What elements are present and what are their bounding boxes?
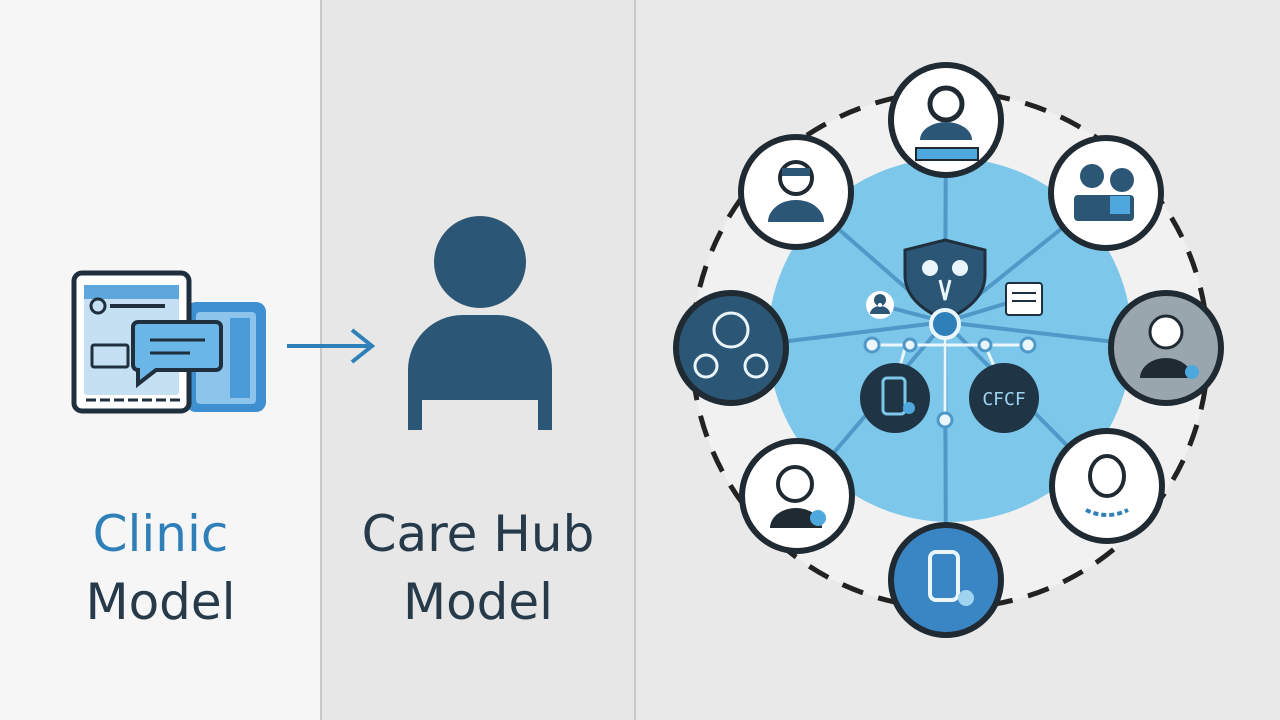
right-arrow-icon <box>287 328 376 364</box>
caregiver-team-icon <box>1048 135 1164 251</box>
clinic-title-line2: Model <box>85 573 236 631</box>
svg-text:CFCF: CFCF <box>982 389 1025 410</box>
patient-icon <box>1108 290 1224 406</box>
inner-node-document <box>1005 282 1043 316</box>
person-silhouette-icon <box>408 216 552 430</box>
care-group-icon <box>673 290 789 406</box>
clinic-title-line1: Clinic <box>92 505 229 563</box>
divider-left <box>320 0 322 720</box>
care-network-diagram: CFCF <box>673 62 1224 638</box>
shield-hub-icon <box>903 238 987 340</box>
divider-right <box>634 0 636 720</box>
telehealth-device-icon <box>888 522 1004 638</box>
family-member-icon <box>1049 428 1165 544</box>
inner-node-device <box>860 363 930 433</box>
care-hub-title-line1: Care Hub <box>361 505 595 563</box>
inner-node-records: CFCF <box>969 363 1039 433</box>
clinician-icon <box>888 62 1004 178</box>
care-hub-model-caption: Care Hub Model <box>321 500 635 636</box>
nurse-icon <box>738 134 854 250</box>
provider-icon <box>878 303 882 307</box>
clinic-model-caption: Clinic Model <box>0 500 321 636</box>
specialist-icon <box>739 438 855 554</box>
clinic-tablet-chat-icon <box>71 270 266 414</box>
care-hub-title-line2: Model <box>402 573 554 631</box>
